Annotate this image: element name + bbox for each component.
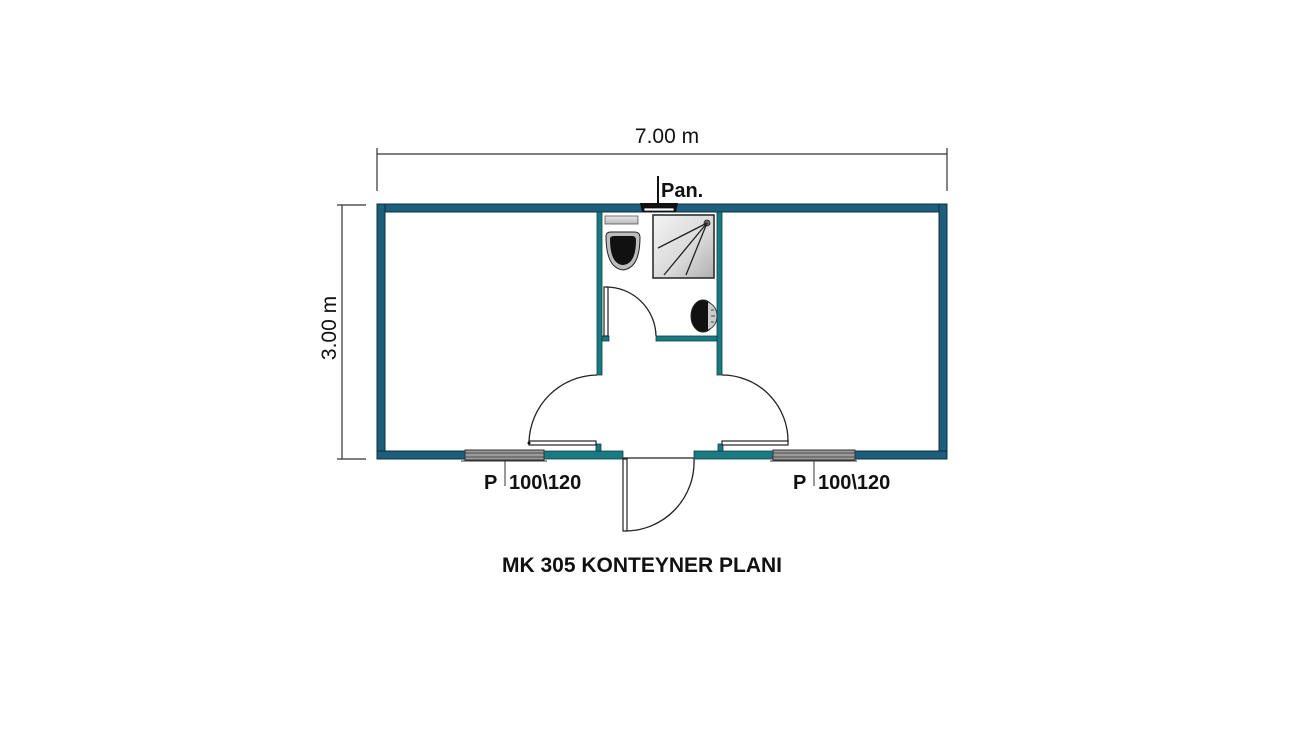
water-heater-icon <box>690 299 718 333</box>
height-dimension-label: 3.00 m <box>318 296 341 360</box>
inner-partitions <box>595 211 724 452</box>
window-left-size: 100\120 <box>509 472 581 494</box>
bathroom-door[interactable] <box>603 286 657 337</box>
sink-icon <box>604 215 639 225</box>
drawing-title: MK 305 KONTEYNER PLANI <box>502 554 782 577</box>
shower-icon <box>652 214 715 279</box>
width-dimension: 7.00 m <box>376 125 948 191</box>
right-room-door[interactable] <box>721 374 789 446</box>
entrance-door[interactable] <box>622 457 695 532</box>
window-right-size: 100\120 <box>818 472 890 494</box>
panel-label: Pan. <box>661 180 703 202</box>
width-dimension-label: 7.00 m <box>635 125 699 148</box>
window-right-prefix: P <box>793 472 806 494</box>
window-left: P 100\120 <box>461 449 581 494</box>
window-left-prefix: P <box>484 472 497 494</box>
electrical-panel: Pan. <box>640 176 703 212</box>
bathroom <box>603 214 718 337</box>
left-room-door[interactable] <box>527 374 598 446</box>
toilet-icon <box>605 231 641 271</box>
height-dimension: 3.00 m <box>318 204 366 460</box>
window-right: P 100\120 <box>770 449 890 494</box>
